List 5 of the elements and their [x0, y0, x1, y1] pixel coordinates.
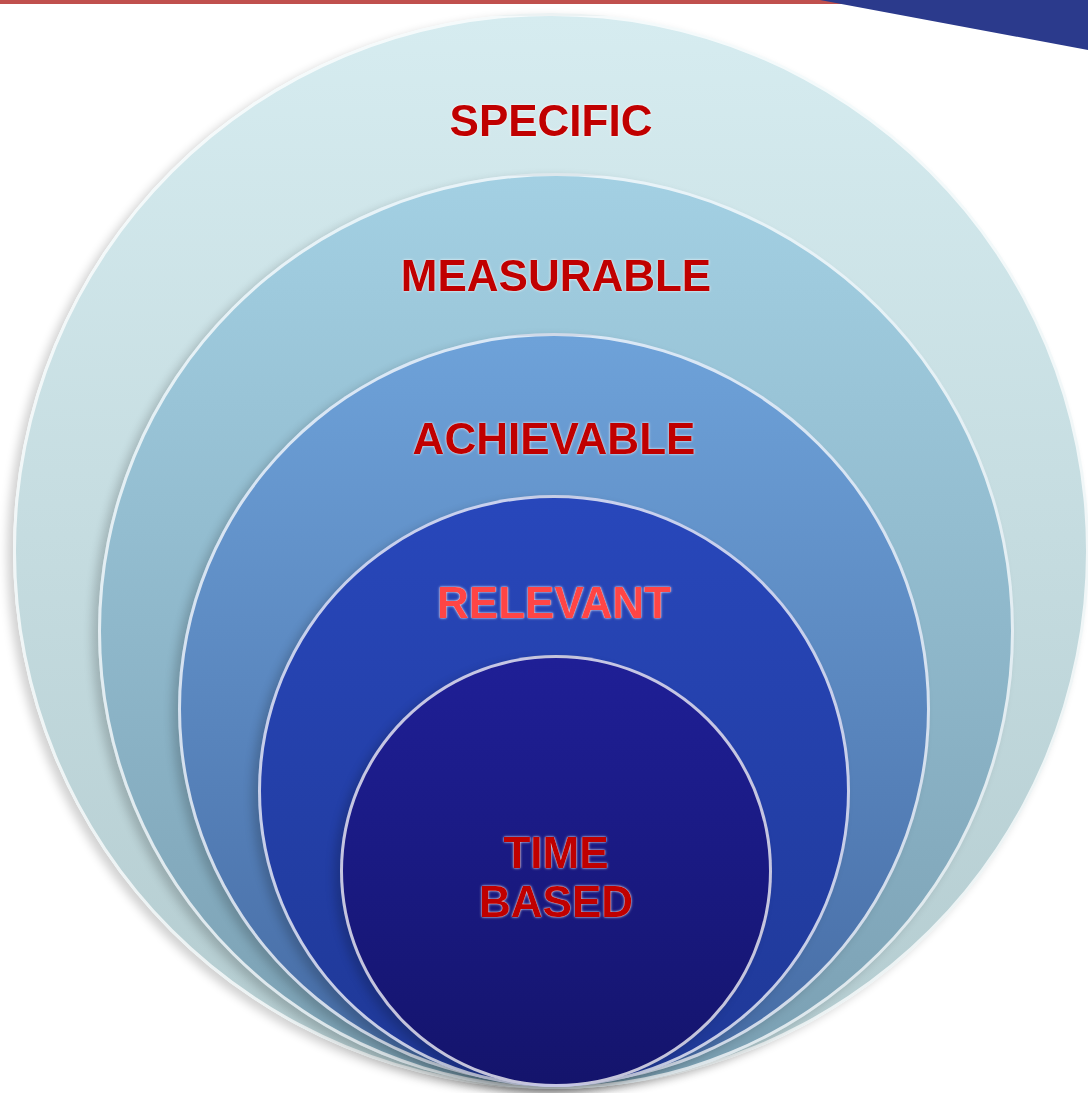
circle-label: RELEVANT	[436, 578, 672, 627]
circle-label: SPECIFIC	[448, 96, 654, 145]
circle-label: MEASURABLE	[399, 251, 713, 300]
circle-label: ACHIEVABLE	[411, 414, 697, 463]
circle-label: TIME BASED	[478, 828, 634, 926]
